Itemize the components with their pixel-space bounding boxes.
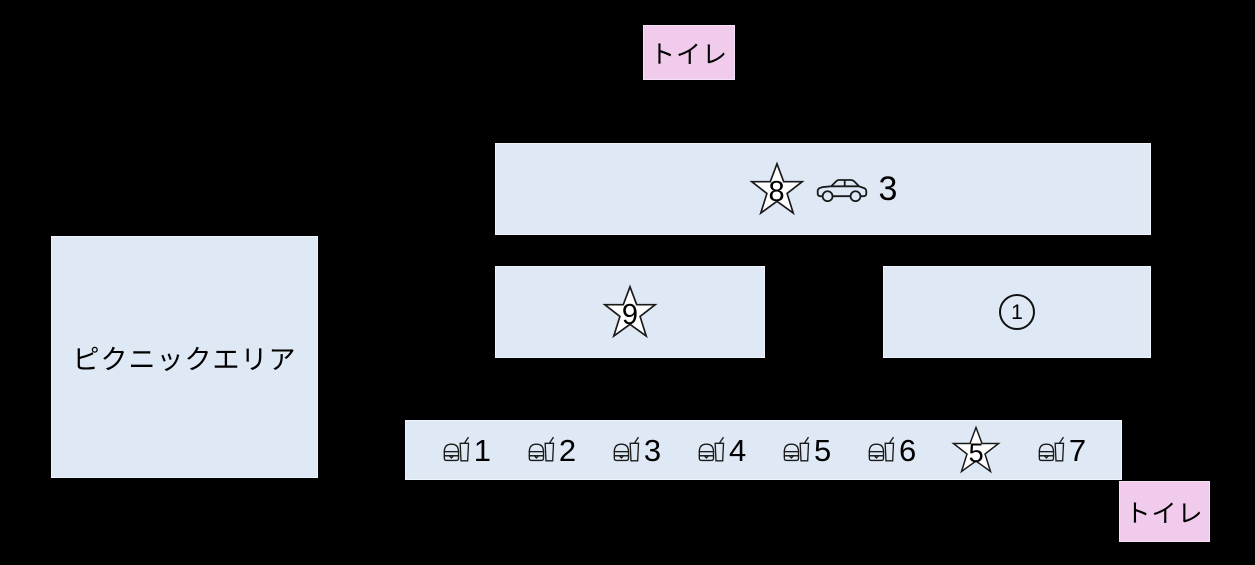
star9-number: 9 — [621, 298, 639, 331]
food-stall-6: 6 — [866, 434, 916, 466]
food-drink-icon — [611, 434, 641, 466]
food-stall-4: 4 — [696, 434, 746, 466]
picnic-area-label: ピクニックエリア — [72, 344, 297, 375]
toilet-top-box: トイレ — [643, 25, 735, 80]
food-drink-icon — [781, 434, 811, 466]
car-icon — [815, 174, 869, 204]
stall-number: 6 — [899, 432, 917, 468]
food-drink-icon — [526, 434, 556, 466]
food-drink-icon — [696, 434, 726, 466]
parking-vehicle-number: 3 — [878, 170, 898, 208]
stall-number: 1 — [473, 432, 492, 468]
star-icon: 9 — [602, 284, 658, 340]
star-icon: 8 — [748, 161, 805, 217]
food-stall-5: 5 — [781, 434, 831, 466]
food-stall-1: 1 — [441, 434, 491, 466]
toilet-bottom-label: トイレ — [1125, 499, 1204, 528]
food-drink-icon — [866, 434, 896, 466]
shop-row: 1 2 3 4 5 6 5 — [405, 420, 1122, 480]
star-icon: 5 — [951, 425, 1001, 475]
picnic-area-box: ピクニックエリア — [51, 236, 318, 478]
circle1-number: 1 — [1011, 300, 1023, 324]
star-stall-5: 5 — [951, 425, 1001, 475]
stall-number: 2 — [558, 432, 577, 468]
food-drink-icon — [441, 434, 471, 466]
toilet-bottom-box: トイレ — [1119, 481, 1210, 542]
stall-number: 5 — [813, 432, 832, 468]
circle1-area-box: 1 — [883, 266, 1151, 358]
stall-number: 7 — [1068, 432, 1087, 468]
parking-star-number: 8 — [768, 175, 785, 208]
stall-number: 5 — [968, 437, 984, 468]
circled-number-icon: 1 — [999, 294, 1035, 330]
food-drink-icon — [1036, 434, 1066, 466]
food-stall-3: 3 — [611, 434, 661, 466]
food-stall-7: 7 — [1036, 434, 1086, 466]
toilet-top-label: トイレ — [649, 40, 728, 69]
food-stall-2: 2 — [526, 434, 576, 466]
star9-area-box: 9 — [495, 266, 765, 358]
stall-number: 3 — [643, 432, 662, 468]
parking-area-box: 8 3 — [495, 143, 1151, 235]
stall-number: 4 — [728, 432, 747, 468]
